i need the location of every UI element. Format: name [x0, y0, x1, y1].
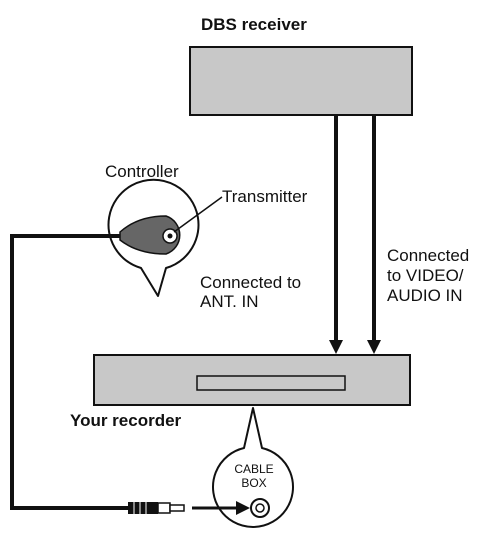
transmitter-icon-center: [167, 233, 173, 239]
dbs-cable-right-arrow: [367, 340, 381, 354]
transmitter-label: Transmitter: [222, 187, 308, 206]
dbs-receiver-label: DBS receiver: [201, 15, 307, 34]
connected-av-label-line1: Connected: [387, 246, 469, 265]
connected-ant-in-label-line1: Connected to: [200, 273, 301, 292]
dbs-receiver-box: [189, 46, 413, 116]
controller-label: Controller: [105, 162, 179, 181]
your-recorder-label: Your recorder: [70, 411, 182, 430]
cable-box-jack-center: [255, 503, 265, 513]
recorder-tape-slot: [196, 375, 346, 391]
dbs-cable-left-arrow: [329, 340, 343, 354]
cable-box-label-line2: BOX: [241, 476, 266, 490]
controller-cable: [10, 234, 128, 510]
connected-av-label-line3: AUDIO IN: [387, 286, 463, 305]
connected-ant-in-label-line2: ANT. IN: [200, 292, 259, 311]
transmitter-leader-line: [173, 196, 223, 233]
controller-device: [119, 215, 181, 255]
plug-insert-arrowhead: [236, 501, 250, 515]
cable-box-callout-balloon: [212, 407, 294, 528]
connected-av-label-line2: to VIDEO/: [387, 266, 464, 285]
cable-box-label-line1: CABLE: [234, 462, 273, 476]
plug-collar: [157, 502, 171, 514]
plug-body: [128, 502, 158, 514]
plug-pin: [169, 504, 185, 512]
